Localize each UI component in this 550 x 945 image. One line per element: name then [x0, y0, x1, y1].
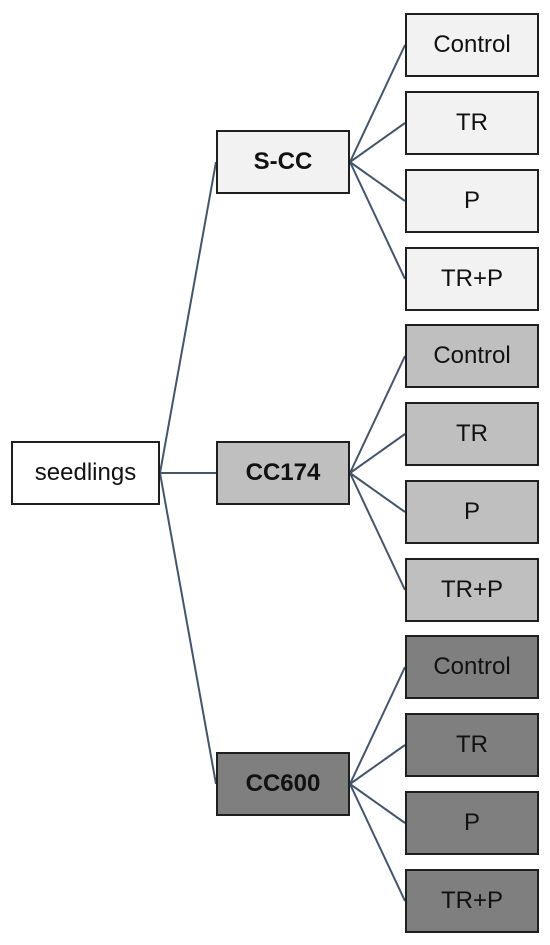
leaf-node-cc600-p: P [405, 791, 539, 855]
connector-group-to-leaf [349, 783, 406, 902]
root-node-label: seedlings [34, 459, 137, 486]
leaf-node-s-cc-p: P [405, 169, 539, 233]
leaf-node-cc600-tr-p: TR+P [405, 869, 539, 933]
group-node-label: CC174 [245, 459, 321, 486]
group-node-cc174: CC174 [216, 441, 350, 505]
leaf-node-label: P [463, 498, 480, 525]
leaf-node-label: TR [456, 731, 488, 758]
root-node-seedlings: seedlings [11, 441, 160, 505]
connector-root-to-group [159, 472, 217, 785]
connector-group-to-leaf [349, 355, 406, 474]
connector-group-to-leaf [349, 472, 406, 591]
leaf-node-label: TR+P [440, 576, 503, 603]
connector-group-to-leaf [349, 472, 406, 513]
leaf-node-label: Control [433, 31, 511, 58]
leaf-node-cc174-p: P [405, 480, 539, 544]
group-node-cc600: CC600 [216, 752, 350, 816]
group-node-label: CC600 [245, 770, 321, 797]
connector-group-to-leaf [349, 122, 406, 163]
leaf-node-label: TR+P [440, 265, 503, 292]
connector-group-to-leaf [349, 744, 406, 785]
leaf-node-cc174-tr: TR [405, 402, 539, 466]
leaf-node-s-cc-tr-p: TR+P [405, 247, 539, 311]
leaf-node-label: P [463, 809, 480, 836]
leaf-node-label: P [463, 187, 480, 214]
leaf-node-cc174-tr-p: TR+P [405, 558, 539, 622]
leaf-node-label: Control [433, 653, 511, 680]
leaf-node-cc600-control: Control [405, 635, 539, 699]
leaf-node-label: TR [456, 109, 488, 136]
group-node-label: S-CC [253, 148, 313, 175]
connector-group-to-leaf [349, 44, 406, 163]
connector-group-to-leaf [349, 666, 406, 785]
group-node-s-cc: S-CC [216, 130, 350, 194]
leaf-node-s-cc-control: Control [405, 13, 539, 77]
leaf-node-label: TR [456, 420, 488, 447]
leaf-node-label: TR+P [440, 887, 503, 914]
connector-group-to-leaf [349, 161, 406, 280]
connector-root-to-group [159, 161, 217, 474]
connector-group-to-leaf [349, 161, 406, 202]
leaf-node-cc174-control: Control [405, 324, 539, 388]
connector-group-to-leaf [349, 783, 406, 824]
connector-group-to-leaf [349, 433, 406, 474]
leaf-node-s-cc-tr: TR [405, 91, 539, 155]
leaf-node-cc600-tr: TR [405, 713, 539, 777]
leaf-node-label: Control [433, 342, 511, 369]
